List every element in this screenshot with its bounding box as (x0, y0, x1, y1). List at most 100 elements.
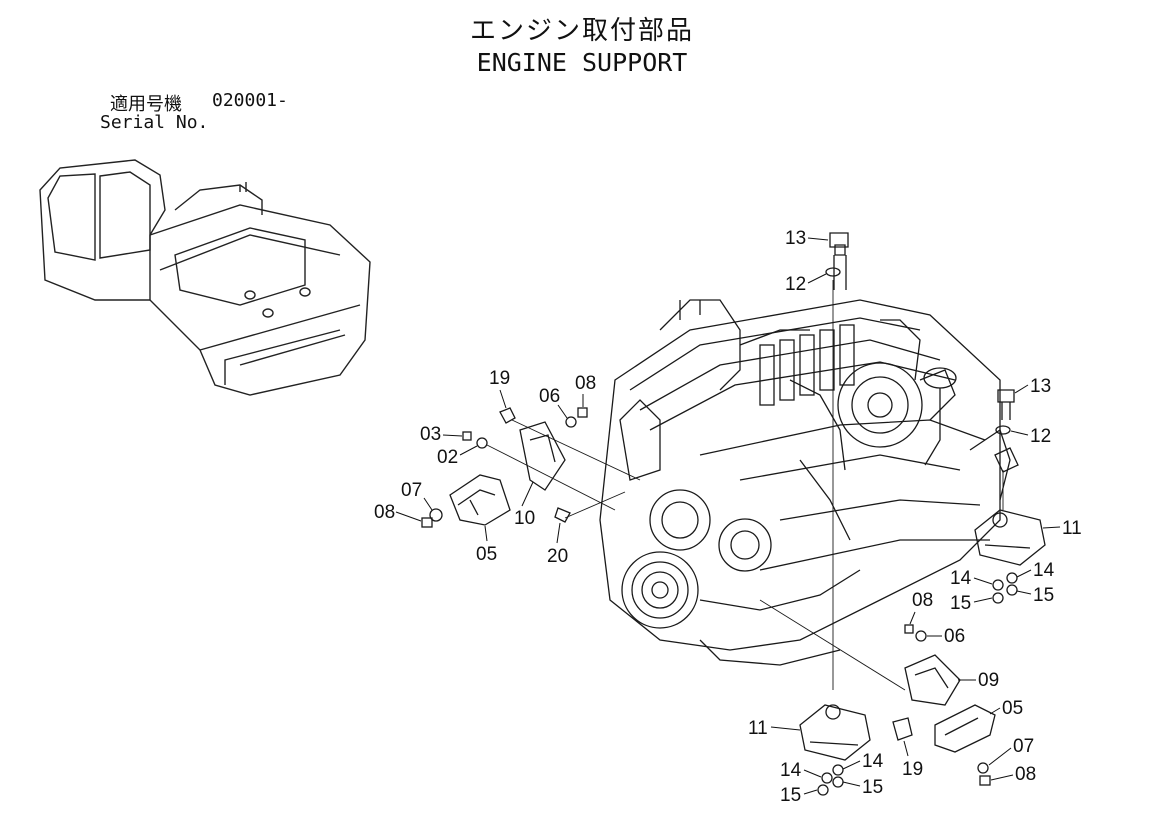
leader-line (803, 789, 818, 795)
leader-line (1016, 590, 1032, 595)
callout-washer-right-a: 14 (950, 568, 993, 589)
part-number-label: 14 (1033, 560, 1055, 581)
part-number-label: 19 (489, 368, 510, 389)
callout-bolt-left-bracket: 19 (489, 368, 510, 409)
nut-left-shape (462, 431, 472, 441)
excavator-thumbnail (39, 159, 371, 396)
leader-line (1016, 569, 1032, 578)
leader-line (499, 389, 507, 409)
leader-line (973, 597, 993, 603)
washer-right-shape (995, 425, 1011, 435)
part-number-label: 15 (780, 785, 801, 806)
bracket-left-shape (519, 421, 566, 491)
callout-bracket-front: 09 (958, 670, 999, 691)
bolt-front-bracket-shape (892, 717, 913, 741)
leader-line (1014, 384, 1029, 394)
callout-nut-bottom-b: 15 (842, 777, 883, 798)
leader-line (1042, 526, 1061, 529)
callout-bolt-top-center: 13 (785, 228, 829, 249)
page-title-english: ENGINE SUPPORT (476, 48, 688, 77)
callout-bolt-front-bracket: 19 (902, 740, 923, 780)
leader-line (990, 774, 1014, 781)
callout-washer-left: 02 (437, 445, 478, 468)
callout-mount-left: 05 (476, 525, 497, 565)
right-mount-components (825, 232, 1046, 690)
washer-bottom-a-shape (821, 772, 833, 784)
washer-left-bracket-shape (565, 416, 577, 428)
mount-left-shape (449, 474, 511, 526)
nut-left-bracket-top-shape (577, 407, 588, 418)
leader-line (807, 273, 827, 284)
leader-line (909, 611, 916, 625)
washer-front-mount-shape (977, 762, 989, 774)
part-number-label: 11 (1062, 518, 1082, 539)
page-title-japanese: エンジン取付部品 (469, 16, 694, 46)
leader-line (903, 740, 909, 757)
callout-nut-front-mount: 08 (990, 764, 1036, 785)
bolt-left-bracket-shape (499, 407, 516, 424)
leader-line (770, 726, 801, 731)
nut-bottom-a-shape (817, 784, 829, 796)
bracket-front-shape (904, 654, 961, 706)
part-number-label: 11 (748, 718, 768, 739)
part-number-label: 08 (374, 502, 395, 523)
washer-bottom-b-shape (832, 764, 844, 776)
callout-mount-bottom: 11 (748, 718, 801, 739)
leader-line (521, 481, 534, 507)
part-number-label: 07 (401, 480, 422, 501)
nut-bottom-b-shape (832, 776, 844, 788)
callout-washer-right-b: 14 (1016, 560, 1055, 581)
leader-line (973, 577, 993, 585)
callout-nut-left-bracket-top: 08 (575, 373, 596, 407)
part-number-label: 07 (1013, 736, 1034, 757)
callout-washer-front-mount: 07 (988, 736, 1034, 766)
washer-front-bracket-shape (915, 630, 927, 642)
front-mount-components (759, 599, 996, 796)
callout-washer-bottom-b: 14 (842, 751, 884, 772)
engine-assembly (599, 299, 1011, 666)
callout-bracket-left: 10 (514, 481, 535, 529)
part-number-label: 20 (547, 546, 568, 567)
part-number-label: 06 (539, 386, 560, 407)
part-number-label: 19 (902, 759, 923, 780)
callout-nut-left-mount: 08 (374, 502, 422, 523)
callout-nut-bottom-a: 15 (780, 785, 818, 806)
part-number-label: 08 (912, 590, 933, 611)
callout-washer-front-bracket: 06 (927, 626, 965, 647)
left-mount-components (421, 407, 641, 528)
leader-line (459, 445, 478, 456)
serial-label-english: Serial No. (100, 112, 209, 133)
leader-line (807, 237, 829, 241)
nut-right-a-shape (992, 592, 1004, 604)
leader-line (989, 707, 1001, 715)
nut-front-bracket-shape (904, 624, 914, 634)
serial-code: 020001- (212, 90, 288, 111)
part-number-label: 13 (785, 228, 806, 249)
callout-washer-left-bracket: 06 (539, 386, 568, 419)
callout-bolt-right: 13 (1014, 376, 1051, 397)
washer-left-shape (476, 437, 488, 449)
callout-nut-front-bracket: 08 (909, 590, 933, 625)
washer-left-mount-shape (429, 508, 443, 522)
part-number-label: 13 (1030, 376, 1051, 397)
part-number-label: 09 (978, 670, 999, 691)
mount-front-shape (934, 704, 996, 753)
callout-nut-right-b: 15 (1016, 585, 1054, 606)
mount-right-shape (974, 509, 1046, 566)
part-number-label: 14 (950, 568, 972, 589)
leader-line (1010, 430, 1029, 436)
part-number-label: 12 (1030, 426, 1051, 447)
part-number-label: 03 (420, 424, 441, 445)
part-number-label: 02 (437, 447, 458, 468)
washer-right-b-shape (1006, 572, 1018, 584)
part-number-label: 06 (944, 626, 965, 647)
washer-top-center-shape (825, 267, 841, 277)
part-number-label: 14 (862, 751, 884, 772)
part-number-label: 08 (575, 373, 596, 394)
callout-washer-right: 12 (1010, 426, 1051, 447)
callout-nut-right-a: 15 (950, 593, 993, 614)
part-number-label: 05 (1002, 698, 1023, 719)
callout-washer-left-mount: 07 (401, 480, 433, 511)
part-number-label: 08 (1015, 764, 1036, 785)
